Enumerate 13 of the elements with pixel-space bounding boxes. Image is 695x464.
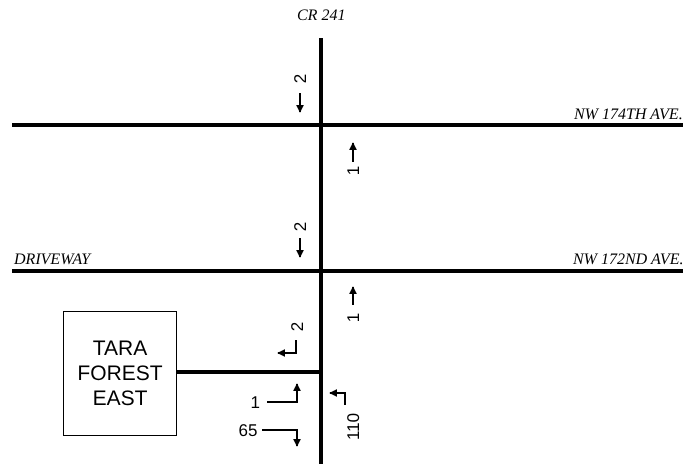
traffic-volume: 2 <box>288 321 306 331</box>
road-name: DRIVEWAY <box>14 252 90 268</box>
site-box: TARA FOREST EAST <box>63 311 177 436</box>
traffic-volume: 1 <box>344 312 362 322</box>
traffic-volume: 2 <box>292 221 309 231</box>
traffic-volume: 1 <box>250 394 260 410</box>
road-name: CR 241 <box>297 8 346 24</box>
traffic-volume: 1 <box>344 165 362 175</box>
traffic-volume: 65 <box>238 422 258 438</box>
traffic-volume: 2 <box>292 73 309 83</box>
road-name: NW 172ND AVE. <box>573 252 684 268</box>
traffic-volume: 110 <box>344 412 362 440</box>
road-name: NW 174TH AVE. <box>574 107 683 123</box>
